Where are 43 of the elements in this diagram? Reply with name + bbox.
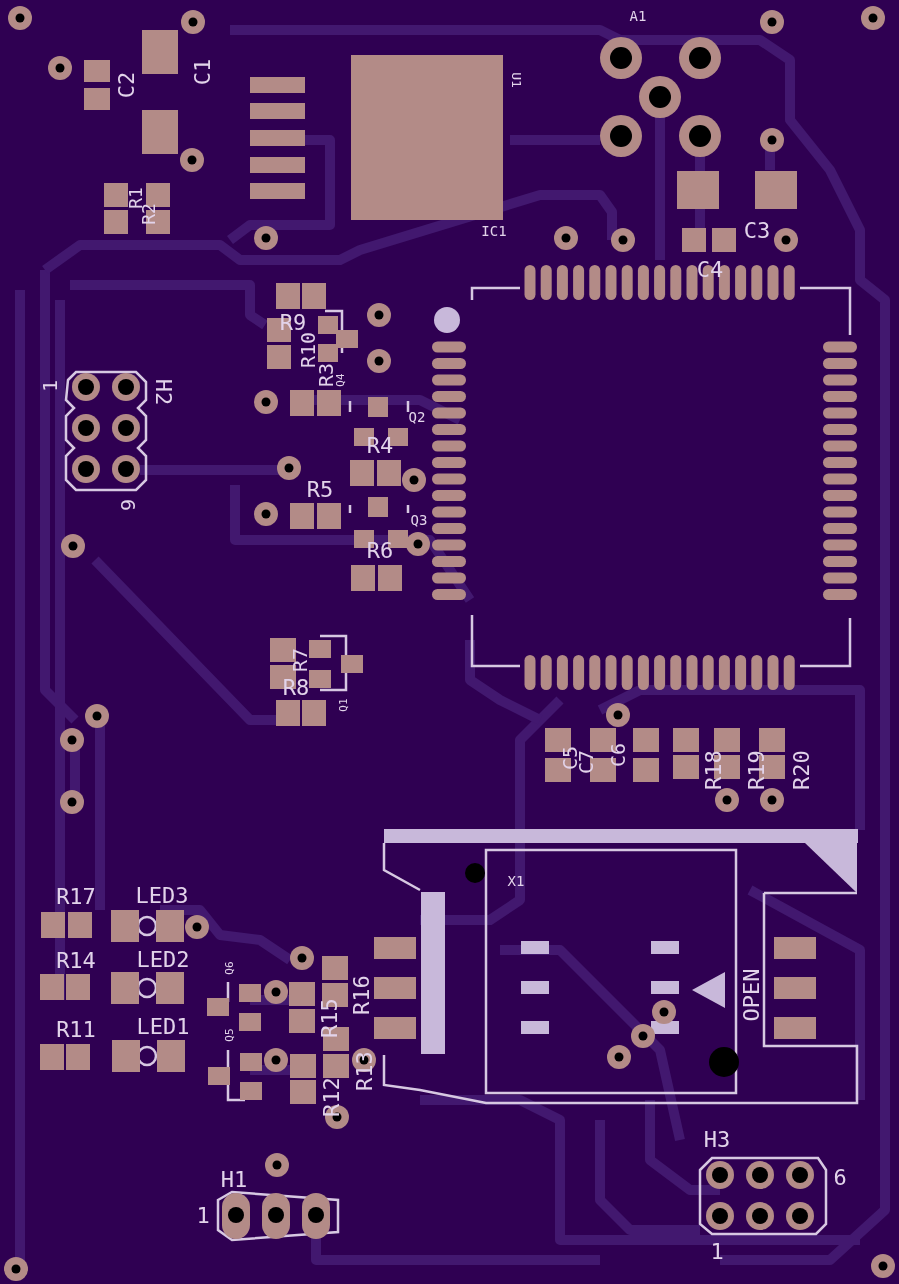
silkscreen-label: R14	[56, 950, 96, 972]
silkscreen-label: R6	[366, 540, 394, 562]
silkscreen-label: Q5	[223, 1028, 235, 1042]
silkscreen-label: R18	[703, 750, 725, 790]
silkscreen-label: IC1	[481, 224, 507, 238]
silkscreen-label: R4	[366, 435, 394, 457]
silkscreen-label: R5	[306, 479, 334, 501]
silkscreen-label: Q4	[334, 373, 346, 387]
silkscreen-label: 1	[710, 1241, 724, 1263]
silkscreen-label: Q3	[410, 513, 428, 527]
silkscreen-label: LED3	[135, 885, 189, 907]
silkscreen-label: LED2	[136, 949, 190, 971]
silkscreen-label: R13	[354, 1051, 376, 1091]
silkscreen-label: Q2	[408, 410, 426, 424]
silkscreen-label: R7	[290, 647, 310, 673]
silkscreen-label: H2	[152, 378, 174, 406]
silkscreen-label: 6	[833, 1167, 847, 1189]
silkscreen-label: R16	[351, 975, 373, 1015]
silkscreen-label: R8	[282, 677, 310, 699]
silkscreen-label: R17	[56, 886, 96, 908]
silkscreen-label: Q6	[223, 961, 235, 975]
silkscreen-label: A1	[629, 9, 647, 23]
silkscreen-label: OPEN	[741, 968, 763, 1022]
silkscreen-label: H1	[220, 1169, 248, 1191]
silkscreen-label: R20	[791, 750, 813, 790]
silkscreen-label: U1	[509, 72, 523, 88]
silkscreen-label: 1	[40, 380, 60, 392]
silkscreen-label: R12	[321, 1077, 343, 1117]
silkscreen-label: R10	[298, 331, 318, 369]
silkscreen-label: C6	[608, 742, 628, 768]
silkscreen-label: R19	[746, 750, 768, 790]
silkscreen-label: Q1	[337, 698, 349, 712]
silkscreen-label: R15	[319, 998, 341, 1038]
silkscreen-label: H3	[703, 1129, 731, 1151]
silkscreen-label: 1	[196, 1205, 210, 1227]
silkscreen-label: R11	[56, 1019, 96, 1041]
silkscreen-label: C2	[116, 71, 138, 99]
silkscreen-label: C3	[743, 220, 771, 242]
silkscreen-label: R3	[316, 362, 336, 388]
silkscreen-label: 6	[118, 499, 138, 511]
silkscreen-label: X1	[507, 874, 525, 888]
silkscreen-label: LED1	[136, 1016, 190, 1038]
silkscreen-label: C1	[192, 58, 214, 86]
